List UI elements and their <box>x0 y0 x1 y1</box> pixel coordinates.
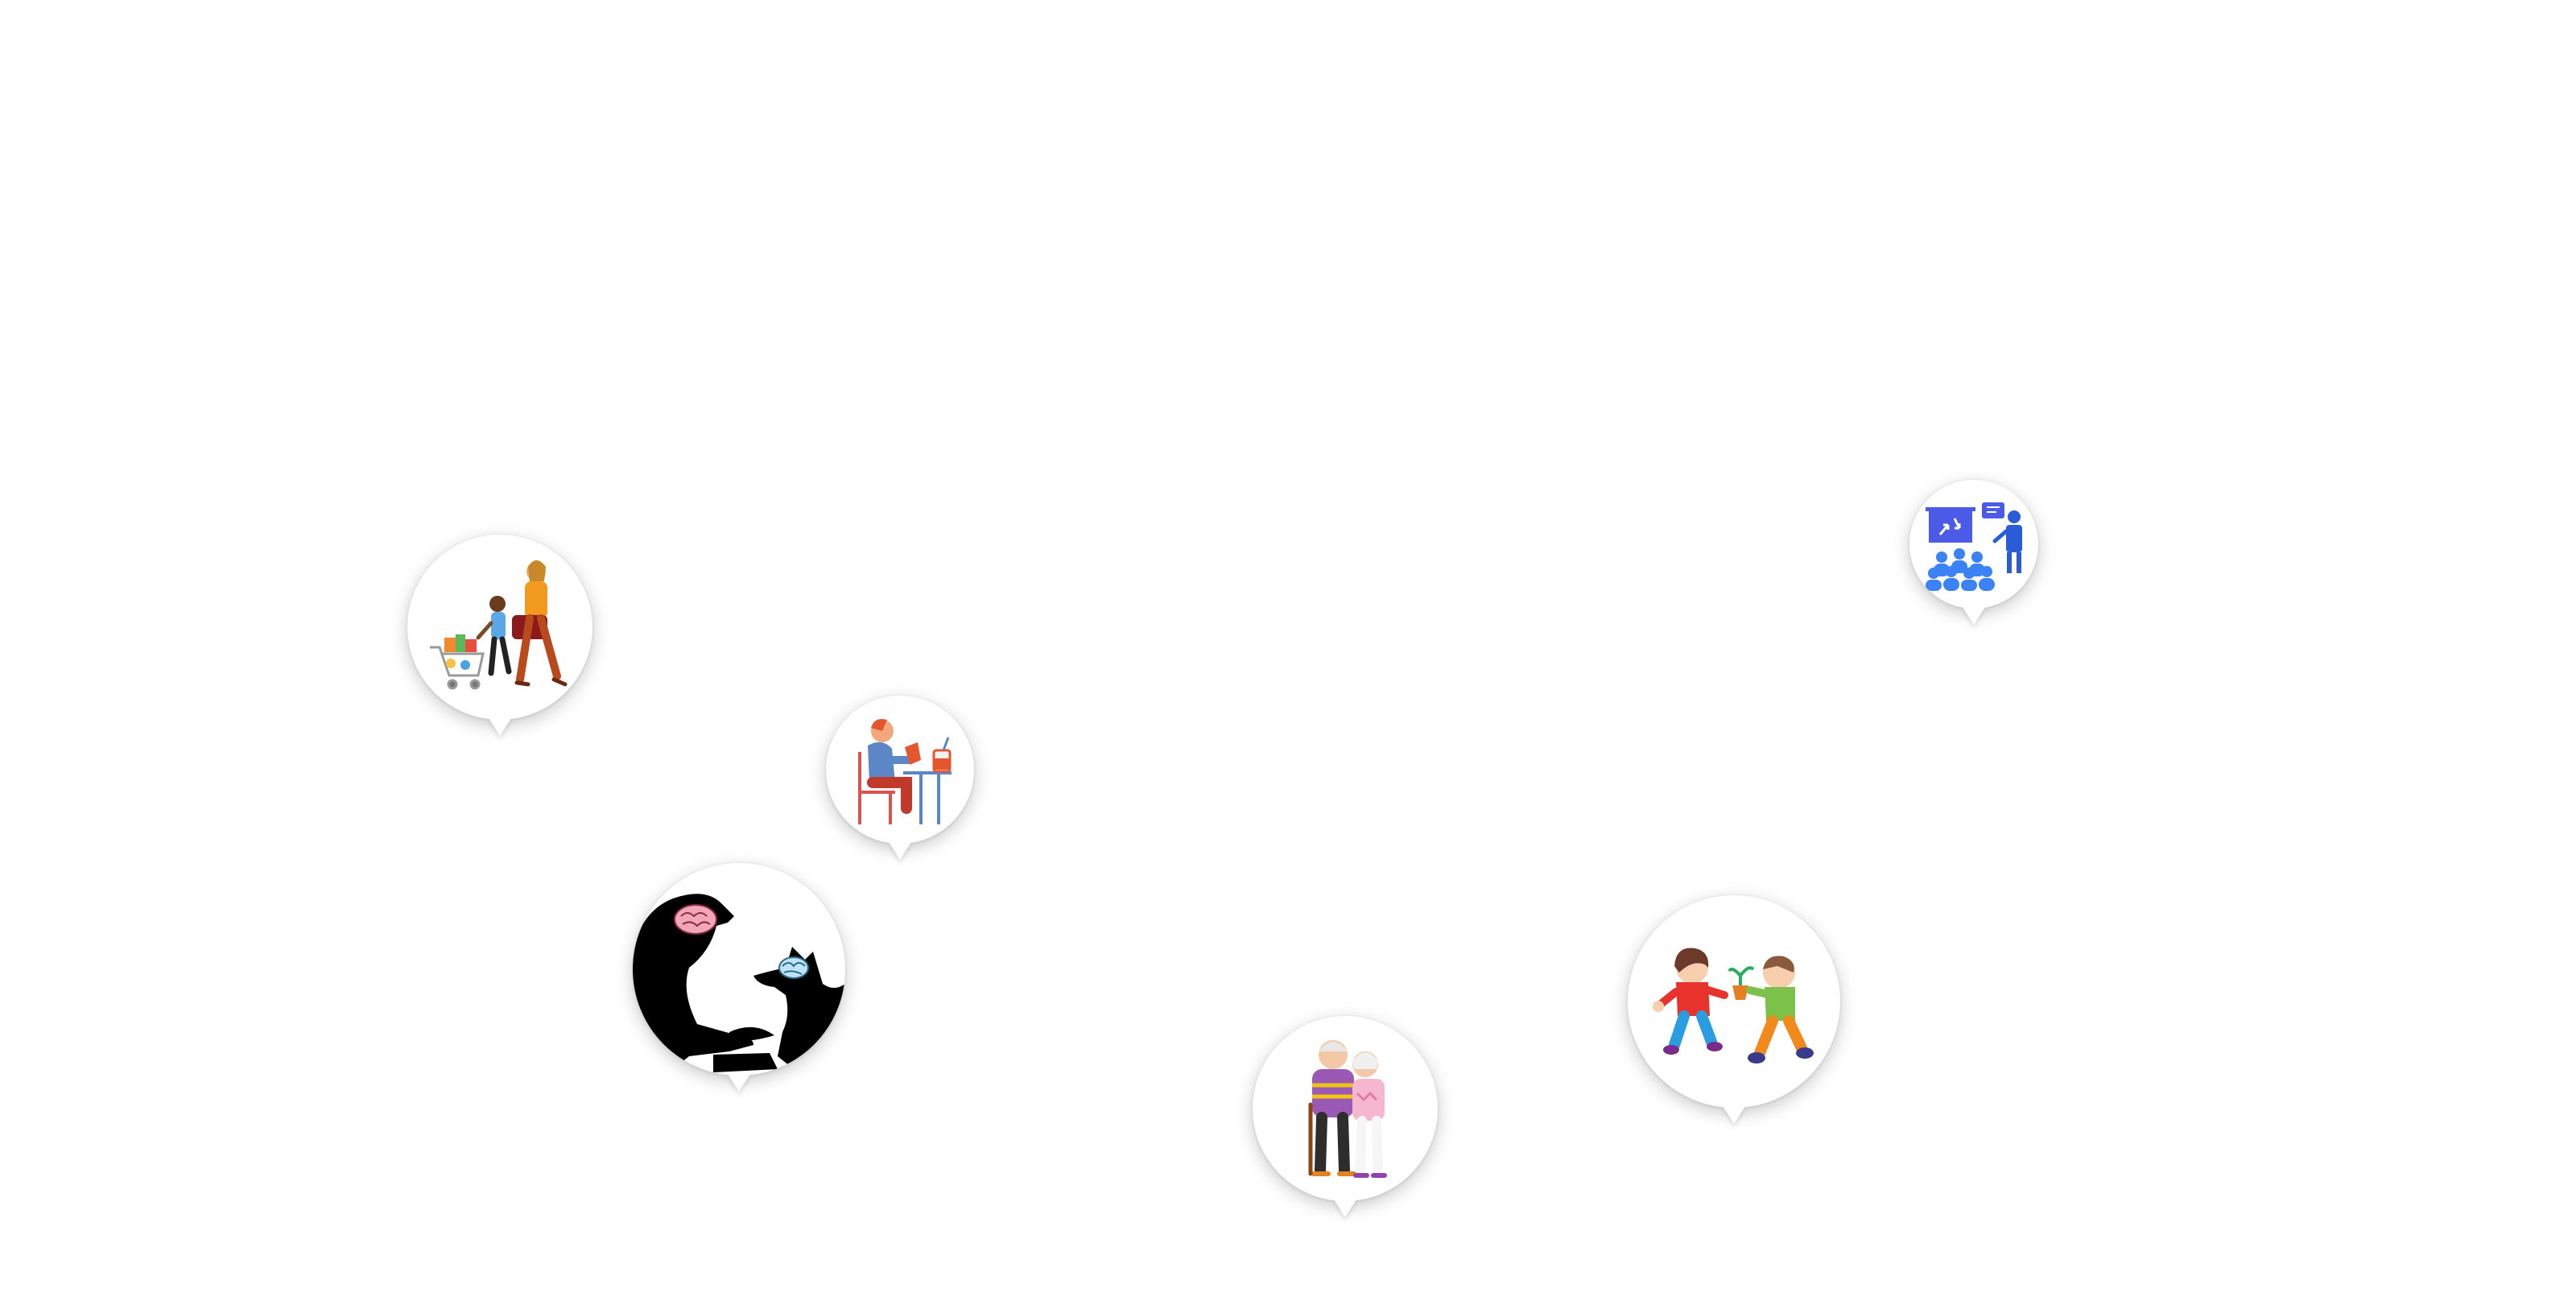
pin-tail <box>1723 1106 1745 1124</box>
children-plant-icon <box>1653 948 1814 1064</box>
pin-tail <box>1963 607 1985 625</box>
pin-bubble[interactable] <box>826 696 974 844</box>
pin-bubble[interactable] <box>407 535 592 720</box>
pin-tail <box>889 842 911 860</box>
map-pin-elderly-couple[interactable] <box>1253 1016 1438 1227</box>
map-pin-children-plant[interactable] <box>1628 895 1840 1130</box>
map-pin-human-dog-brain[interactable] <box>633 863 845 1098</box>
map-pin-family-shopping[interactable] <box>407 535 592 744</box>
map-pin-person-eating[interactable] <box>826 696 974 865</box>
pin-tail <box>1334 1200 1356 1217</box>
pin-bubble[interactable] <box>633 863 845 1076</box>
pin-tail <box>489 718 511 736</box>
elderly-couple-icon <box>1308 1040 1387 1178</box>
pin-bubble[interactable] <box>1628 895 1840 1108</box>
family-shopping-icon <box>430 560 568 690</box>
pin-bubble[interactable] <box>1909 480 2038 609</box>
map-pin-presentation-audience[interactable] <box>1909 480 2038 630</box>
pin-tail <box>728 1074 750 1092</box>
presentation-audience-icon <box>1926 502 2022 591</box>
human-dog-brain-icon <box>633 894 845 1076</box>
person-eating-icon <box>858 719 952 824</box>
pin-bubble[interactable] <box>1253 1016 1438 1201</box>
